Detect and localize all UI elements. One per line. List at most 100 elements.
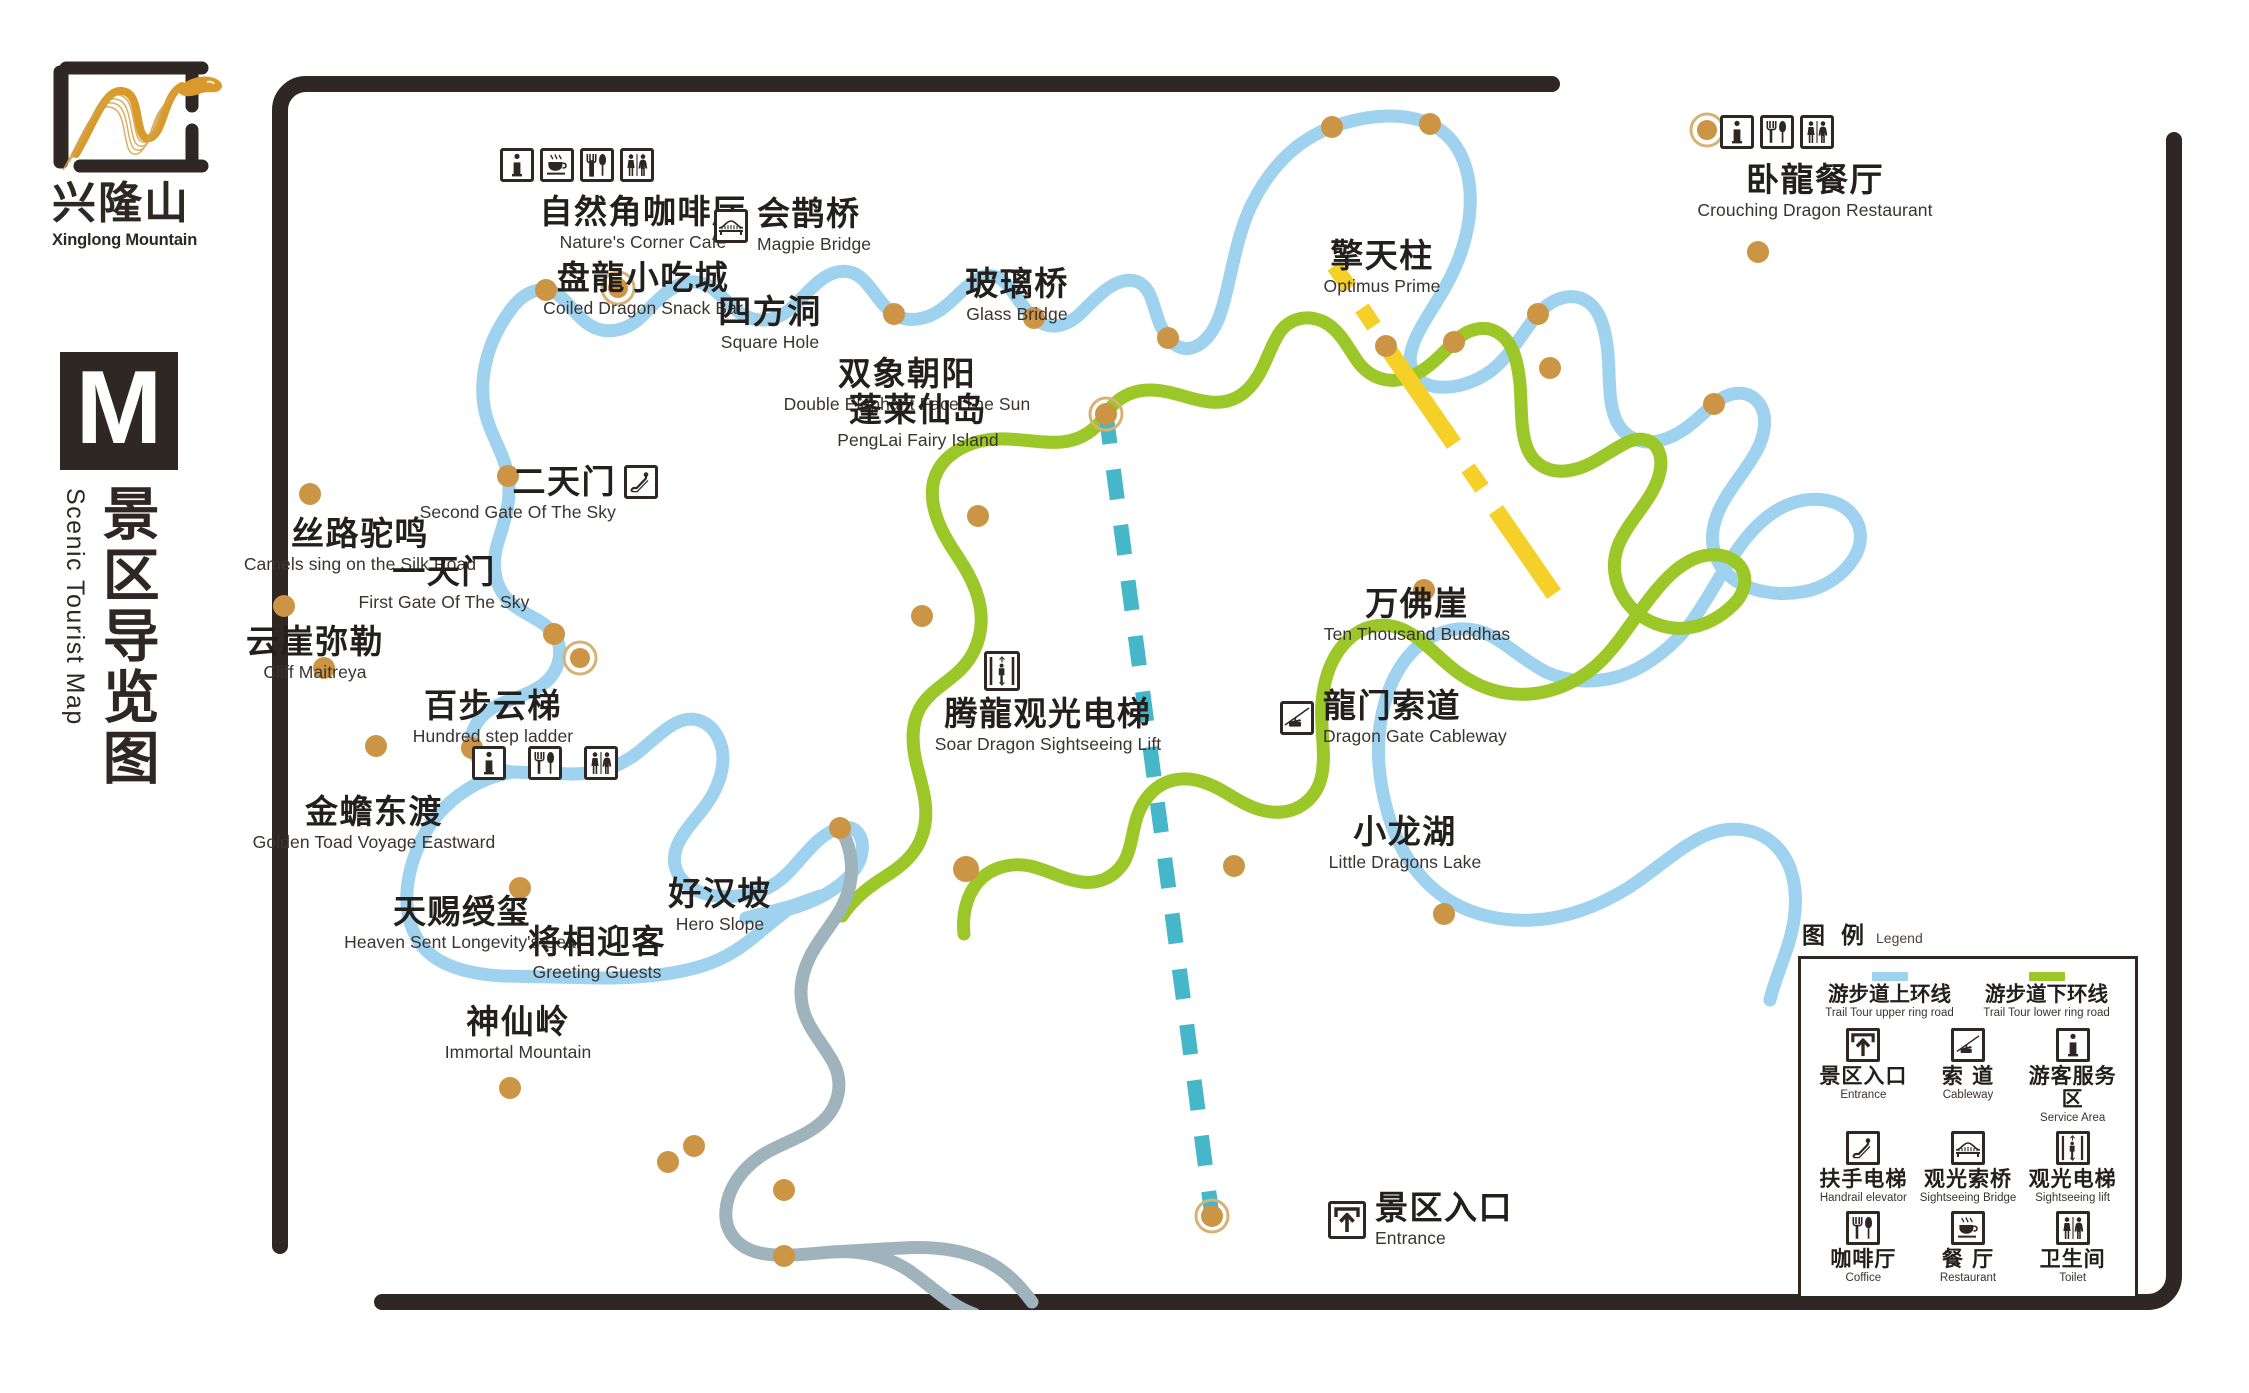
coffee-icon	[540, 148, 574, 182]
legend-label-cn: 餐 厅	[1941, 1246, 1995, 1271]
marker[interactable]	[1023, 307, 1045, 329]
marker[interactable]	[499, 1077, 521, 1099]
marker[interactable]	[1703, 393, 1725, 415]
poi-label-cn: 景区入口	[1375, 1188, 1513, 1227]
marker[interactable]	[1157, 327, 1179, 349]
poi-label-cn: 会鹊桥	[757, 194, 861, 233]
brand-logo	[52, 58, 230, 176]
marker[interactable]	[543, 623, 565, 645]
poi-label-cn: 双象朝阳	[838, 354, 976, 393]
toilet-icon	[2055, 1210, 2090, 1245]
poi-camels-silk-road[interactable]: 丝路驼鸣 Camels sing on the Silk Road	[220, 516, 500, 576]
poi-label-cn: 卧龍餐厅	[1746, 160, 1884, 199]
entrance-icon	[1328, 1200, 1366, 1239]
legend-label-en: Restaurant	[1939, 1271, 1997, 1284]
marker[interactable]	[967, 505, 989, 527]
marker[interactable]	[1433, 903, 1455, 925]
poi-optimus-prime[interactable]: 擎天柱 Optimus Prime	[1272, 238, 1492, 298]
marker[interactable]	[911, 605, 933, 627]
marker[interactable]	[1527, 303, 1549, 325]
marker[interactable]	[535, 279, 557, 301]
page-title-cn: 景区导览图	[93, 484, 160, 789]
poi-label-en: Ten Thousand Buddhas	[1323, 623, 1511, 644]
poi-glass-bridge[interactable]: 玻璃桥 Glass Bridge	[912, 266, 1122, 326]
marker[interactable]	[657, 1151, 679, 1173]
cableway-line	[1098, 413, 1220, 1217]
dragon-wave-logo-icon	[53, 61, 222, 173]
poi-label-en: Dragon Gate Cableway	[1323, 725, 1507, 746]
marker[interactable]	[273, 595, 295, 617]
marker[interactable]	[1747, 241, 1769, 263]
marker[interactable]	[1375, 335, 1397, 357]
poi-crouching-dragon-restaurant[interactable]: 卧龍餐厅 Crouching Dragon Restaurant	[1650, 162, 1980, 222]
marker[interactable]	[1539, 357, 1561, 379]
poi-label-cn: 神仙岭	[466, 1002, 570, 1041]
poi-magpie-bridge[interactable]: 会鹊桥 Magpie Bridge	[714, 196, 871, 256]
poi-coiled-dragon-snack-bar[interactable]: 盘龍小吃城 Coiled Dragon Snack Bar	[498, 260, 788, 320]
poi-label-en: Crouching Dragon Restaurant	[1697, 199, 1933, 220]
poi-immortal-mountain[interactable]: 神仙岭 Immortal Mountain	[378, 1004, 658, 1064]
info-icon	[472, 746, 506, 780]
marker[interactable]	[773, 1245, 795, 1267]
poi-label-cn: 自然角咖啡厅	[539, 192, 747, 231]
poi-square-hole[interactable]: 四方洞 Square Hole	[670, 294, 870, 354]
legend-label-en: Service Area	[2040, 1111, 2106, 1124]
poi-dragon-gate-cableway[interactable]: 龍门索道 Dragon Gate Cableway	[1280, 688, 1507, 748]
legend-item-restaurant: 餐 厅 Restaurant	[1916, 1210, 2021, 1284]
poi-second-gate[interactable]: 二天门 Second Gate Of The Sky	[356, 464, 616, 524]
legend-label-cn: 游客服务区	[2028, 1063, 2117, 1111]
poi-greeting-guests[interactable]: 将相迎客 Greeting Guests	[472, 924, 722, 984]
marker[interactable]	[365, 735, 387, 757]
marker[interactable]	[1419, 113, 1441, 135]
legend-item-handrail-elevator: 扶手电梯 Handrail elevator	[1811, 1130, 1916, 1204]
marker[interactable]	[497, 465, 519, 487]
legend-trail-label-cn: 游步道下环线	[1985, 982, 2108, 1006]
poi-label-en: Optimus Prime	[1323, 275, 1441, 296]
lower-ring-swatch	[2028, 972, 2065, 981]
marker[interactable]	[883, 303, 905, 325]
legend-item-coffice: 咖啡厅 Coffice	[1811, 1210, 1916, 1284]
marker[interactable]	[1443, 331, 1465, 353]
poi-penglai-fairy-island[interactable]: 蓬莱仙岛 PengLai Fairy Island	[788, 392, 1048, 452]
poi-first-gate[interactable]: 一天门 First Gate Of The Sky	[324, 554, 564, 614]
page-title: M 景区导览图 Scenic Tourist Map	[60, 352, 210, 904]
legend-label-en: Toilet	[2059, 1271, 2087, 1284]
marker[interactable]	[683, 1135, 705, 1157]
cableway-icon	[1950, 1027, 1985, 1062]
marker[interactable]	[1321, 116, 1343, 138]
poi-golden-toad[interactable]: 金蟾东渡 Golden Toad Voyage Eastward	[224, 794, 524, 854]
poi-label-cn: 好汉坡	[668, 874, 772, 913]
marker[interactable]	[313, 657, 335, 679]
poi-heaven-sent-seal[interactable]: 天赐绶玺 Heaven Sent Longevity's Seal	[302, 894, 622, 954]
marker[interactable]	[509, 877, 531, 899]
marker[interactable]	[299, 483, 321, 505]
poi-label-cn: 小龙湖	[1353, 812, 1457, 851]
legend-title-en: Legend	[1876, 930, 1923, 946]
toilet-icon	[1800, 115, 1834, 149]
page-title-en: Scenic Tourist Map	[61, 488, 89, 726]
poi-entrance[interactable]: 景区入口 Entrance	[1328, 1190, 1513, 1250]
poi-soar-dragon-lift[interactable]: 腾龍观光电梯 Soar Dragon Sightseeing Lift	[858, 696, 1238, 756]
marker[interactable]	[1413, 579, 1435, 601]
poi-label-en: Immortal Mountain	[444, 1041, 592, 1062]
legend-label-cn: 观光电梯	[2028, 1166, 2117, 1191]
road-path	[719, 821, 1039, 1310]
poi-double-elephant[interactable]: 双象朝阳 Double Elephant Face The Sun	[742, 356, 1072, 416]
marker[interactable]	[773, 1179, 795, 1201]
brand-name-cn: 兴隆山	[52, 178, 190, 229]
poi-label-en: Little Dragons Lake	[1328, 851, 1482, 872]
poi-ten-thousand-buddhas[interactable]: 万佛崖 Ten Thousand Buddhas	[1272, 586, 1562, 646]
legend-label-en: Handrail elevator	[1819, 1191, 1907, 1204]
marker[interactable]	[953, 856, 979, 882]
poi-hero-slope[interactable]: 好汉坡 Hero Slope	[620, 876, 820, 936]
poi-cliff-maitreya[interactable]: 云崖弥勒 Cliff Maitreya	[190, 624, 440, 684]
entrance-icon	[1846, 1027, 1881, 1062]
map-markers	[273, 112, 1769, 1267]
poi-hundred-step-ladder[interactable]: 百步云梯 Hundred step ladder	[368, 688, 618, 748]
marker[interactable]	[829, 817, 851, 839]
poi-little-dragons-lake[interactable]: 小龙湖 Little Dragons Lake	[1290, 814, 1520, 874]
marker[interactable]	[1223, 855, 1245, 877]
poi-natures-corner-cafe[interactable]: 自然角咖啡厅 Nature's Corner Café	[498, 194, 788, 254]
legend-label-cn: 扶手电梯	[1819, 1166, 1908, 1191]
info-icon	[500, 148, 534, 182]
